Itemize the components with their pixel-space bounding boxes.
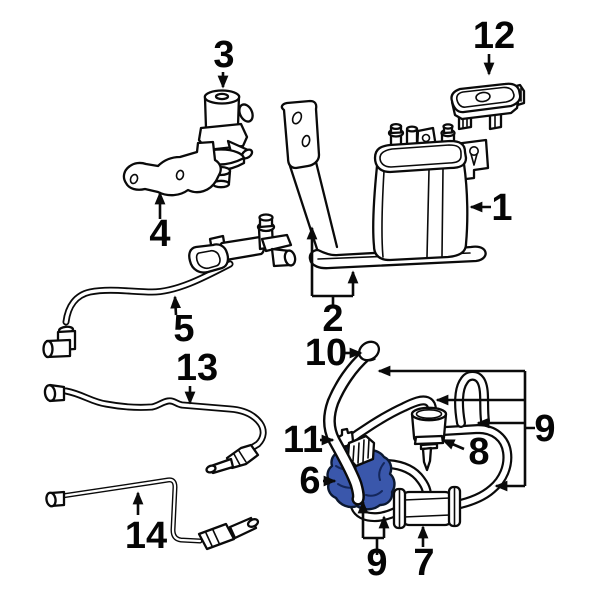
callout-9-right[interactable]: 9: [377, 365, 556, 492]
callout-11[interactable]: 11: [283, 419, 335, 461]
callout-7[interactable]: 7: [413, 525, 435, 584]
callout-5[interactable]: 5: [170, 295, 195, 350]
callout-2[interactable]: 2: [306, 226, 359, 340]
callout-11-label[interactable]: 11: [283, 419, 323, 461]
callout-6-label[interactable]: 6: [299, 460, 320, 502]
part-12-leak-detection-pump-drawing[interactable]: [450, 82, 526, 131]
callout-1-label[interactable]: 1: [491, 187, 512, 229]
callout-9-bottom[interactable]: 9: [357, 500, 390, 584]
part-5-vapor-tube-drawing[interactable]: [42, 213, 297, 359]
callout-9-right-label[interactable]: 9: [534, 408, 555, 450]
callout-4[interactable]: 4: [149, 191, 171, 255]
callout-4-label[interactable]: 4: [149, 213, 170, 255]
callout-2-label[interactable]: 2: [322, 298, 343, 340]
callout-6[interactable]: 6: [299, 460, 337, 502]
callout-7-label[interactable]: 7: [413, 542, 434, 584]
callout-8[interactable]: 8: [441, 431, 490, 473]
callout-8-label[interactable]: 8: [468, 431, 489, 473]
callout-14-label[interactable]: 14: [125, 515, 167, 557]
part-13-tube-drawing[interactable]: [43, 383, 267, 475]
callout-10-label[interactable]: 10: [305, 332, 347, 374]
callout-13-label[interactable]: 13: [176, 347, 218, 389]
callout-10[interactable]: 10: [305, 332, 363, 374]
callout-13[interactable]: 13: [176, 347, 218, 405]
callout-14[interactable]: 14: [125, 491, 167, 557]
callout-3-label[interactable]: 3: [213, 34, 234, 76]
callout-12[interactable]: 12: [473, 15, 515, 76]
callout-1[interactable]: 1: [469, 187, 513, 229]
callout-5-label[interactable]: 5: [173, 308, 194, 350]
part-14-tube-drawing[interactable]: [45, 477, 260, 551]
callout-3[interactable]: 3: [213, 34, 235, 89]
part-8-valve-drawing[interactable]: [410, 406, 448, 472]
part-4-valve-bracket-drawing[interactable]: [122, 140, 222, 197]
callout-9-bottom-label[interactable]: 9: [366, 542, 387, 584]
callout-12-label[interactable]: 12: [473, 15, 515, 57]
part-1-vapor-canister-drawing[interactable]: [372, 122, 490, 262]
part-7-filter-drawing[interactable]: [392, 485, 462, 530]
part-9-elbow-hose-drawing[interactable]: [339, 395, 437, 449]
